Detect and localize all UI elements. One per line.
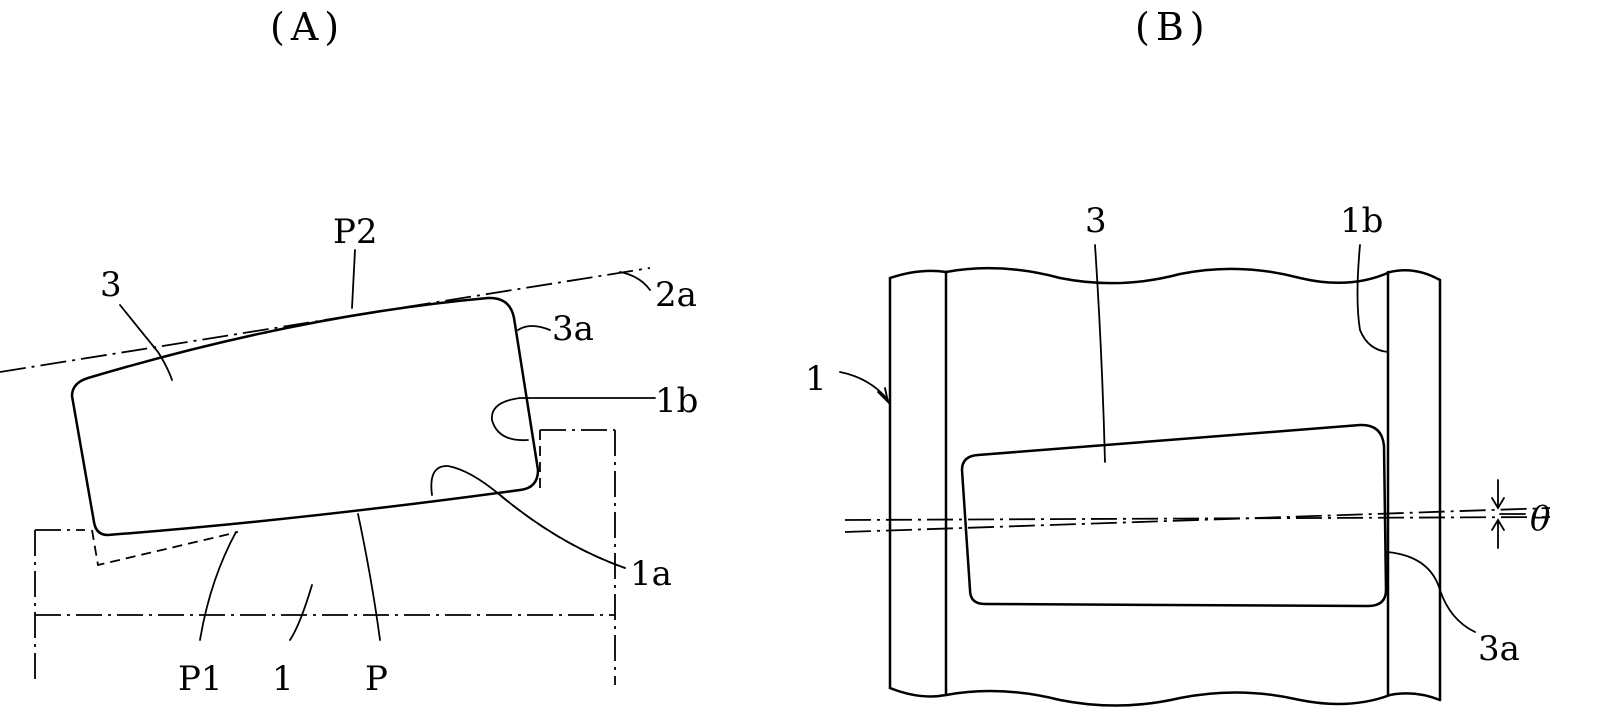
arrow-head-1 bbox=[877, 387, 890, 405]
leader-1a bbox=[430, 465, 626, 569]
panel-a: (A) P2 3 2a 3a bbox=[0, 5, 698, 699]
leader-p bbox=[357, 513, 381, 641]
label-1b: 1b bbox=[655, 381, 698, 421]
theta-arrow-top bbox=[1491, 479, 1505, 510]
panel-b-title: (B) bbox=[1135, 5, 1211, 49]
leader-p1 bbox=[199, 531, 237, 641]
label-3a: 3a bbox=[552, 309, 594, 349]
label-p: P bbox=[365, 659, 388, 699]
theta-arrow-bottom bbox=[1491, 518, 1505, 549]
label-1: 1 bbox=[272, 659, 294, 699]
leader-2a bbox=[619, 271, 651, 291]
leader-1b-b bbox=[1356, 244, 1389, 353]
leader-p2 bbox=[351, 249, 356, 309]
label-2a: 2a bbox=[655, 275, 697, 315]
roller-3 bbox=[70, 296, 540, 537]
label-1b-part: 1 bbox=[805, 359, 827, 399]
label-theta: θ bbox=[1530, 499, 1550, 539]
break-bottom bbox=[888, 686, 1442, 707]
label-3a-b: 3a bbox=[1478, 629, 1520, 669]
leader-3b bbox=[1094, 244, 1106, 463]
panel-b: (B) 3 1b 1 θ 3a bbox=[805, 5, 1551, 707]
leader-1-arrow bbox=[839, 371, 889, 401]
seat-dashed-left bbox=[91, 529, 239, 567]
leader-1 bbox=[289, 584, 313, 641]
label-1b-b: 1b bbox=[1340, 201, 1383, 241]
leader-3a bbox=[517, 325, 551, 331]
centerline-horizontal bbox=[844, 516, 1551, 521]
leader-1a-dashed bbox=[499, 494, 626, 569]
label-3b: 3 bbox=[1085, 201, 1107, 241]
break-top bbox=[888, 266, 1442, 285]
label-p1: P1 bbox=[178, 659, 223, 699]
label-p2: P2 bbox=[333, 212, 378, 252]
label-1a: 1a bbox=[630, 554, 672, 594]
centerline-roller bbox=[844, 507, 1551, 533]
leader-3a-b bbox=[1386, 551, 1476, 633]
leader-1b bbox=[491, 397, 656, 442]
leader-3 bbox=[119, 304, 173, 381]
roller-3b bbox=[960, 423, 1388, 608]
label-3: 3 bbox=[100, 265, 122, 305]
panel-a-title: (A) bbox=[270, 5, 345, 49]
